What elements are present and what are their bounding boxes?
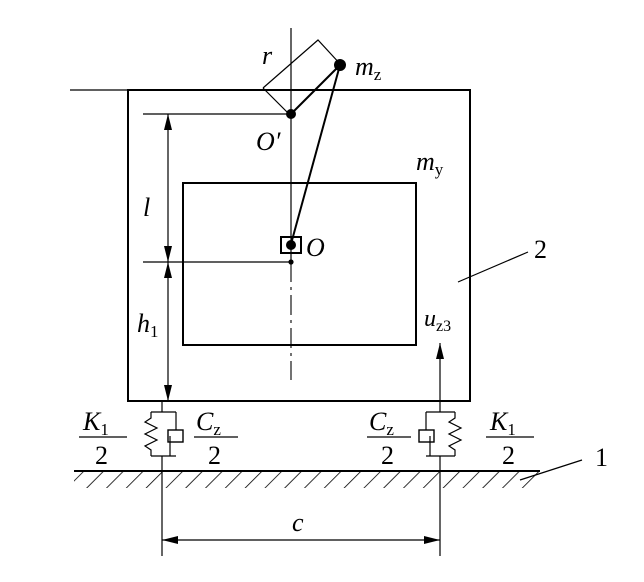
label-cz-right: Cz — [369, 407, 394, 439]
right-spring-damper — [418, 401, 463, 471]
dimension-c — [161, 471, 441, 556]
eccentric-mechanism — [262, 39, 346, 265]
label-k1-left-den: 2 — [95, 441, 108, 470]
label-l: l — [143, 193, 150, 222]
left-spring-damper — [143, 401, 184, 471]
inner-window — [182, 182, 417, 346]
label-part-1: 1 — [595, 443, 608, 472]
uz3-arrow — [436, 343, 444, 401]
label-my: my — [416, 147, 444, 179]
label-mz: mz — [355, 52, 382, 84]
leader-part-2 — [457, 251, 529, 283]
dimension-h1 — [164, 262, 172, 401]
leader-part-1 — [519, 459, 583, 481]
outer-body — [127, 89, 471, 402]
label-c: c — [292, 508, 304, 537]
dimension-l — [164, 114, 172, 262]
label-o: O — [306, 233, 325, 262]
ground — [74, 470, 540, 488]
label-part-2: 2 — [534, 235, 547, 264]
mass-mz-point — [334, 59, 346, 71]
label-cz-left-den: 2 — [208, 441, 221, 470]
pivot-o — [286, 240, 296, 250]
label-uz3: uz3 — [424, 306, 451, 335]
label-o-prime: O′ — [256, 127, 281, 156]
point-below-o — [288, 259, 294, 265]
pivot-o-prime — [286, 109, 296, 119]
pivot-o-box — [280, 236, 302, 254]
label-h1: h1 — [137, 309, 159, 341]
label-cz-left: Cz — [196, 407, 221, 439]
label-k1-left: K1 — [82, 407, 109, 439]
label-k1-right: K1 — [489, 407, 516, 439]
label-r: r — [262, 41, 273, 70]
label-k1-right-den: 2 — [502, 441, 515, 470]
label-cz-right-den: 2 — [381, 441, 394, 470]
